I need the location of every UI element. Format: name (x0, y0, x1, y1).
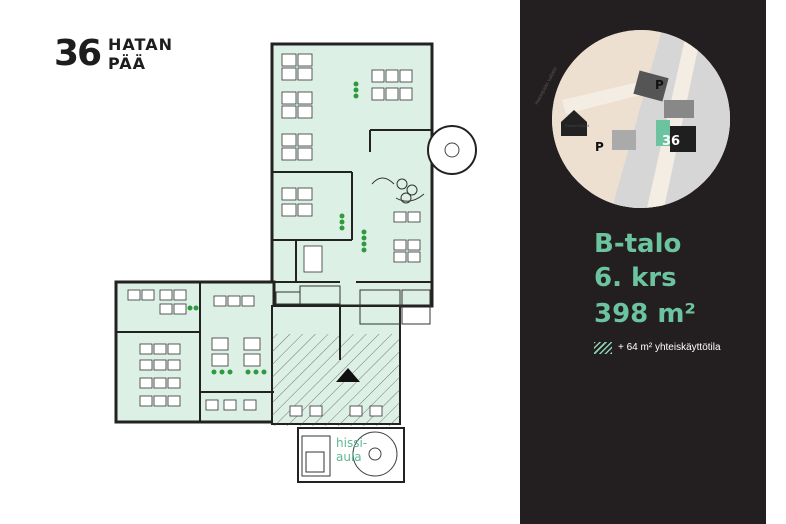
map-parking-1: P (655, 78, 664, 92)
logo-line-1: HATAN (108, 35, 173, 54)
spiral-stair (427, 125, 477, 175)
legend-shared-space: + 64 m² yhteiskäyttötila (618, 342, 721, 353)
elevator-lobby-label-1: hissi- (336, 436, 368, 450)
logo-number: 36 (54, 33, 102, 74)
logo: 36 HATAN PÄÄ (54, 34, 184, 78)
elevator-lobby-label: hissi- aula (336, 436, 367, 464)
map-parking-2: P (595, 140, 604, 154)
floor-area: 398 m² (594, 299, 696, 329)
map-building-number: 36 (662, 134, 681, 149)
floor-level: 6. krs (594, 263, 677, 293)
logo-line-2: PÄÄ (108, 54, 147, 73)
map-station-label: Kesko/Stiliset (565, 123, 590, 128)
entrance-arrow-icon (336, 368, 360, 382)
hatch-legend-icon (594, 342, 612, 354)
elevator-lobby-label-2: aula (336, 450, 362, 464)
building-title: B-talo (594, 229, 682, 259)
floor-plan (114, 42, 477, 483)
location-map (552, 30, 730, 208)
